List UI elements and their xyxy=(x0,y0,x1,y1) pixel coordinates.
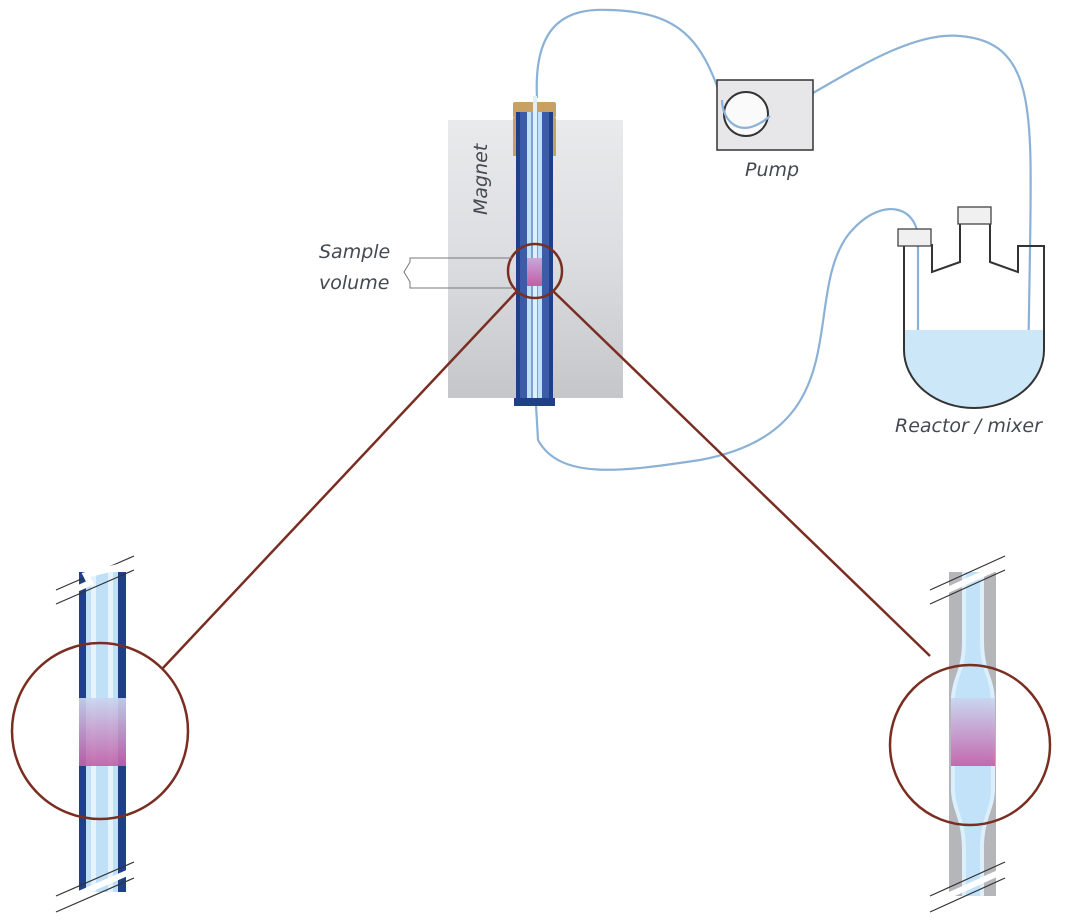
sample-volume-marker xyxy=(527,258,542,286)
peristaltic-pump xyxy=(716,79,814,151)
reactor-label: Reactor / mixer xyxy=(895,415,1043,437)
magnet-label: Magnet xyxy=(470,142,492,215)
reactor-flask xyxy=(897,206,1045,409)
flow-tubing xyxy=(534,8,1032,471)
flask-liquid xyxy=(904,330,1044,408)
zoom-circle-right xyxy=(888,663,1052,827)
sample-volume-label-line2: volume xyxy=(319,272,389,294)
zoom-connector-left xyxy=(162,290,518,669)
flask-stopper-center xyxy=(957,206,992,225)
sample-volume-bracket xyxy=(403,257,512,289)
zoom-detail-flow-cell xyxy=(928,555,1007,913)
sample-volume-detail-left xyxy=(79,698,126,766)
pump-label: Pump xyxy=(745,159,799,181)
flask-outline xyxy=(903,221,1045,409)
sample-volume-circle xyxy=(506,242,564,300)
sample-volume-label-line1: Sample xyxy=(319,241,390,263)
pump-rotor-icon xyxy=(723,91,769,137)
zoom-connector-right xyxy=(552,290,931,657)
zoom-circle-left xyxy=(10,641,190,821)
flask-stopper-left xyxy=(897,228,932,247)
nmr-flow-probe xyxy=(513,96,556,406)
sample-volume-detail-right xyxy=(951,698,995,766)
zoom-detail-straight-tube xyxy=(54,555,136,913)
